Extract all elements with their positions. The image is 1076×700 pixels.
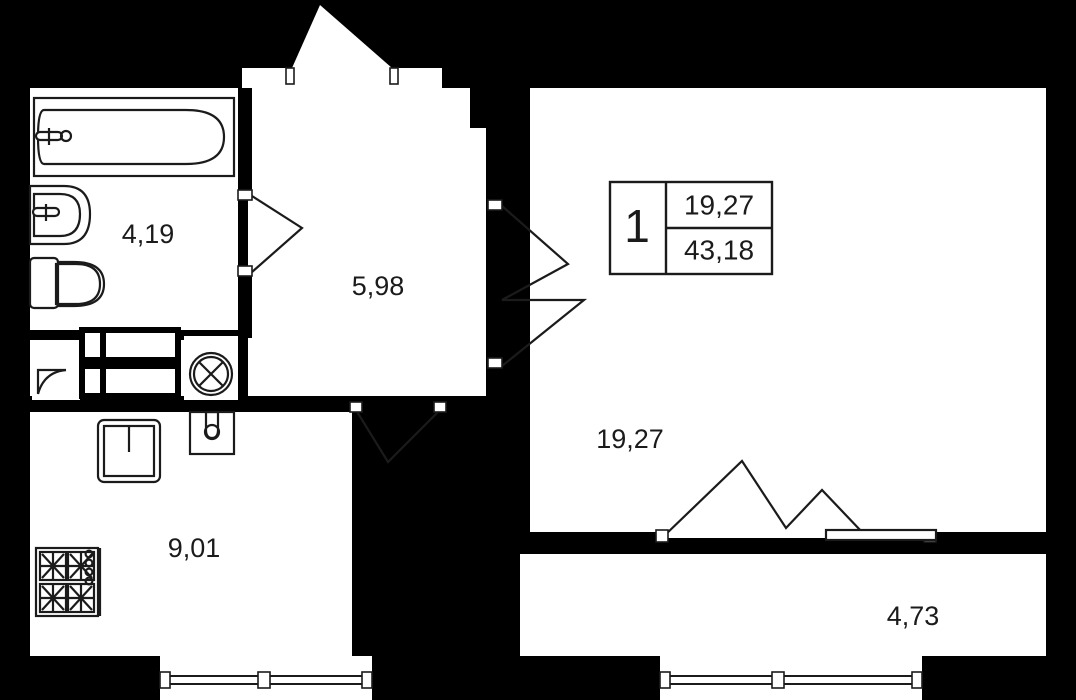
- windows: [159, 656, 923, 700]
- wall-balcony-left: [506, 532, 520, 656]
- toilet-seat: [54, 262, 102, 306]
- wall-bathroom-hall-upper: [238, 88, 252, 200]
- hallway-floor: [242, 68, 486, 406]
- living-door-jamb-top: [487, 199, 503, 211]
- burner-box-3: [38, 582, 68, 614]
- badge-living-area: 19,27: [684, 189, 754, 220]
- burner-box-1: [38, 550, 68, 582]
- burner-flames: [41, 553, 93, 611]
- kitchen-window-mullion: [257, 671, 271, 689]
- water-meter-box: [188, 410, 236, 456]
- stove-knobs: [84, 549, 94, 586]
- living-room-area-label: 19,27: [596, 424, 664, 454]
- wall-bathroom-hall-lower: [238, 268, 252, 338]
- riser-row-2-frame: [79, 363, 181, 399]
- utility-shaft: [32, 327, 238, 400]
- riser-pipes: [79, 327, 181, 399]
- bathroom-fixtures: [28, 96, 236, 310]
- balcony-window-jamb-right: [911, 671, 923, 689]
- riser-row-2: [82, 366, 178, 396]
- kitchen-window-jamb-left: [159, 671, 171, 689]
- toilet-cistern: [28, 256, 60, 310]
- balcony-window-mullion: [771, 671, 785, 689]
- living-door-jamb-bottom: [487, 357, 503, 369]
- summary-badge: 1 19,27 43,18: [608, 180, 774, 276]
- valve-circle-outer: [188, 351, 234, 397]
- balcony-area-label: 4,73: [887, 601, 940, 631]
- wall-living-balcony-right: [936, 532, 1046, 554]
- kitchen-door-swing: [355, 409, 441, 464]
- bathtub-drain: [59, 129, 73, 143]
- utility-corner-curve: [36, 368, 67, 395]
- entrance-door-jamb-left: [285, 67, 295, 85]
- living-room-door-swing: [501, 205, 588, 367]
- balcony-window: [659, 656, 923, 700]
- hallway-area-label: 5,98: [352, 271, 405, 301]
- entrance-door-jamb-right: [389, 67, 399, 85]
- balcony-door-jamb-left: [655, 529, 669, 543]
- riser-divider-1a: [100, 330, 106, 360]
- balcony-door-glazing: [824, 528, 938, 542]
- balcony-window-jamb-left: [659, 671, 671, 689]
- badge-total-area: 43,18: [684, 234, 754, 265]
- wall-corner-block: [470, 88, 530, 128]
- bathroom-door-jamb-top: [237, 189, 253, 201]
- valve-box: [184, 336, 238, 400]
- gas-stove: [34, 546, 102, 618]
- bathroom-door-swing: [251, 195, 304, 273]
- burner-box-2: [66, 550, 96, 582]
- balcony-floor: [518, 554, 1046, 656]
- valve-circle-inner: [192, 355, 230, 393]
- bathtub-basin: [36, 108, 226, 166]
- wall-living-balcony-left: [518, 532, 660, 554]
- utility-corner-mark: [36, 368, 66, 394]
- badge-room-count: 1: [624, 200, 650, 252]
- bathroom-door-jamb-bottom: [237, 265, 253, 277]
- area-labels: 4,19 5,98 19,27 9,01 4,73: [122, 219, 940, 631]
- balcony-window-opening: [660, 656, 922, 700]
- kitchen-door-jamb-left: [349, 401, 363, 413]
- door-openings: [237, 67, 938, 543]
- bathroom-area-label: 4,19: [122, 219, 175, 249]
- kitchen-window: [159, 656, 373, 700]
- riser-row-1-frame: [79, 327, 181, 363]
- wall-kitchen-hall: [352, 402, 368, 656]
- entrance-vestibule-floor: [292, 5, 392, 88]
- balcony-door-swing: [663, 459, 863, 537]
- riser-divider-2a: [100, 366, 106, 396]
- toilet-bowl-base: [56, 260, 106, 308]
- riser-row-1: [82, 330, 178, 360]
- kitchen-window-jamb-right: [361, 671, 373, 689]
- kitchen-door-jamb-right: [433, 401, 447, 413]
- kitchen-area-label: 9,01: [168, 533, 221, 563]
- living-room-floor: [530, 88, 1046, 538]
- wall-hall-living-lower: [486, 362, 502, 412]
- water-meter-dial: [203, 423, 221, 441]
- washbasin-bowl: [32, 192, 82, 238]
- valve-cross-2: [198, 361, 224, 387]
- wall-hall-bottom: [238, 396, 488, 412]
- ventilation-valve: [184, 336, 238, 400]
- burner-box-4: [66, 582, 96, 614]
- kitchen-fixtures: [34, 410, 236, 618]
